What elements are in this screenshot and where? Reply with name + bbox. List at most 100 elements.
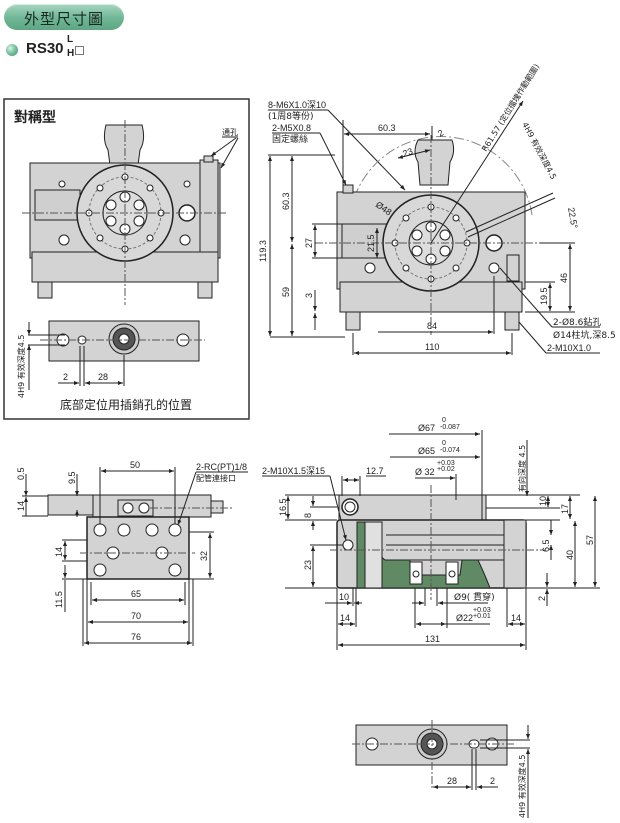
bolt-bore <box>364 521 383 589</box>
front-view: 8-M6X1.0深10 (1周8等份) 2-M5X0.8 固定螺絲 <box>258 62 616 355</box>
hub-bolts <box>411 221 451 265</box>
center-bore-inner <box>118 333 130 345</box>
stopper-range-arc <box>349 136 533 216</box>
callout-port-note: 配管連接口 <box>196 473 236 483</box>
dim-32: 32 <box>199 551 209 561</box>
callout-port: 2-RC(PT)1/8 <box>196 462 247 472</box>
tol-67-up: 0 <box>442 417 446 424</box>
dim-phi22: Ø22 <box>456 613 473 623</box>
bullet-icon <box>6 44 18 56</box>
end-block <box>503 519 527 589</box>
callout-m5: 2-M5X0.8 <box>272 123 311 133</box>
dim-16-5: 16.5 <box>278 498 288 516</box>
dim-8: 8 <box>303 513 313 518</box>
dim-27: 27 <box>304 238 314 248</box>
dim-60-3-top: 60.3 <box>378 123 396 133</box>
dim-phi65: Ø65 <box>418 446 435 456</box>
dim-84: 84 <box>427 321 437 331</box>
callout-counterbore: Ø14柱坑,深8.5 <box>553 329 616 341</box>
pin-depth-label: 4H9 有效深度4.5 <box>16 335 26 398</box>
dim-9-5: 9.5 <box>67 471 77 484</box>
tol-67-low: -0.087 <box>440 424 460 431</box>
dim-0-5: 0.5 <box>16 467 26 480</box>
clamp-bolt <box>179 234 191 246</box>
section-view: Ø67 0 -0.087 Ø65 0 -0.074 Ø 32 +0.03 +0.… <box>262 417 600 650</box>
dim-110: 110 <box>425 342 439 352</box>
callout-m10-1-5: 2-M10X1.5深15 <box>262 466 325 476</box>
stopper-block <box>199 159 219 261</box>
tol-32-up: +0.03 <box>437 460 455 467</box>
dim-23: 23 <box>303 560 313 570</box>
dim-phi9: Ø9( 貫穿) <box>454 591 495 603</box>
panel-title: 對稱型 <box>14 109 56 126</box>
set-screw <box>342 539 354 551</box>
dim-2: 2 <box>490 776 495 786</box>
dim-11-5: 11.5 <box>54 591 64 608</box>
dim-19-5: 19.5 <box>539 287 549 305</box>
tol-32-low: +0.02 <box>437 466 455 473</box>
tol-22-up: +0.03 <box>473 607 491 614</box>
dim-phi67: Ø67 <box>418 423 435 433</box>
clamp-bolt <box>364 262 376 274</box>
dim-2: 2 <box>537 596 547 601</box>
dim-131: 131 <box>425 634 440 644</box>
clamp-bolt <box>58 234 70 246</box>
dim-2: 2 <box>63 372 68 382</box>
set-screw <box>342 184 354 194</box>
dim-4h9: 4H9 有效深度4.5 <box>520 120 559 181</box>
callout-m6-note: (1周8等份) <box>268 110 313 122</box>
model-suffix-bottom: H <box>67 48 75 59</box>
callout-m6: 8-M6X1.0深10 <box>268 100 326 110</box>
tol-22-low: +0.01 <box>473 613 491 620</box>
callout-m5-note: 固定螺絲 <box>272 133 308 145</box>
clamp-bolt <box>488 262 500 274</box>
foot-left <box>37 281 53 299</box>
model-suffix-top: L <box>67 34 74 45</box>
tol-65-low: -0.074 <box>440 447 460 454</box>
dim-65: 65 <box>131 589 141 599</box>
mount-hole <box>58 180 66 188</box>
mount-hole <box>183 180 191 188</box>
dim-40: 40 <box>565 550 575 560</box>
tol-65-up: 0 <box>442 440 446 447</box>
callout-drill: 2-Ø8.6鉆孔 <box>553 316 601 328</box>
dim-57: 57 <box>585 535 595 545</box>
panel-frame <box>3 98 250 420</box>
dim-2: 2 <box>436 128 445 139</box>
dim-28: 28 <box>98 372 108 382</box>
section-title: 外型尺寸圖 <box>23 10 104 28</box>
dim-14-mid: 14 <box>54 547 64 557</box>
key-depth-label: 有向深度 4.5 <box>517 445 527 492</box>
bottom-view: 28 2 4H9 有效深度4.5 <box>352 720 530 818</box>
table-section <box>338 494 487 521</box>
dim-14-top: 14 <box>16 501 26 511</box>
dim-76: 76 <box>131 632 141 642</box>
foot-left <box>345 311 361 331</box>
foot-right <box>197 281 213 299</box>
pin-position-title: 底部定位用插銷孔的位置 <box>60 397 192 412</box>
dim-17: 17 <box>560 504 570 514</box>
pin-depth-label: 4H9 有效深度4.5 <box>517 755 527 818</box>
dim-70: 70 <box>131 611 141 621</box>
dim-phi32: Ø 32 <box>415 467 435 477</box>
dim-28: 28 <box>447 776 457 786</box>
dim-12-7: 12.7 <box>366 466 384 476</box>
table-holes <box>85 173 165 253</box>
through-hole-label: 通孔 <box>222 127 238 137</box>
dim-10-right: 10 <box>538 496 548 506</box>
stopper-pin <box>506 254 520 282</box>
nipple <box>210 500 224 514</box>
model-name: RS30 <box>26 40 64 57</box>
dim-10-left: 10 <box>339 592 349 602</box>
side-view: 0.5 14 9.5 50 2-RC(PT)1/8 配管連接口 14 11.5 … <box>16 460 248 646</box>
dim-119-3: 119.3 <box>258 240 268 262</box>
section-header: 外型尺寸圖 <box>4 4 124 30</box>
port-boss <box>341 223 391 259</box>
through-hole-cap <box>203 155 214 163</box>
dim-6-5: 6.5 <box>541 539 551 552</box>
dim-59: 59 <box>281 287 291 297</box>
port-boss <box>34 189 81 221</box>
dim-14-right: 14 <box>511 613 521 623</box>
dim-50: 50 <box>130 460 140 470</box>
